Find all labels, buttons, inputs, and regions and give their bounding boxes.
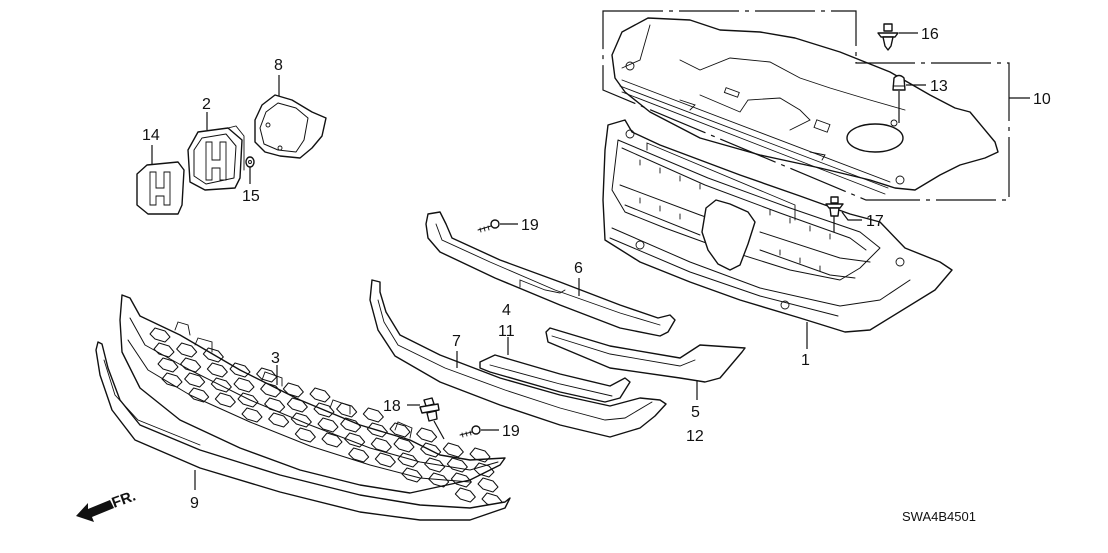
honeycomb-cell xyxy=(344,432,366,448)
honeycomb-cell xyxy=(233,377,255,393)
honeycomb-cell xyxy=(260,382,282,398)
honeycomb-cell xyxy=(176,342,198,358)
honeycomb-cell xyxy=(237,392,259,408)
honeycomb-cell xyxy=(268,412,290,428)
callout-11[interactable]: 11 xyxy=(498,323,515,340)
honeycomb-cell xyxy=(469,447,491,463)
front-arrow-icon xyxy=(76,500,114,522)
honeycomb-cell xyxy=(309,387,331,403)
leader-17 xyxy=(841,211,862,221)
screw-19-upper[interactable] xyxy=(477,219,500,233)
honeycomb-cell xyxy=(290,412,312,428)
honeycomb-cell xyxy=(313,402,335,418)
emblem-bezel-part[interactable] xyxy=(254,94,327,159)
honeycomb-cell xyxy=(401,467,423,483)
honeycomb-cell xyxy=(286,397,308,413)
upper-molding-part[interactable] xyxy=(425,211,676,337)
callout-4[interactable]: 4 xyxy=(502,302,511,319)
callout-15[interactable]: 15 xyxy=(242,188,260,205)
cushion-13[interactable] xyxy=(892,74,906,124)
honeycomb-cell xyxy=(370,437,392,453)
honeycomb-cell xyxy=(424,457,446,473)
callout-7[interactable]: 7 xyxy=(452,333,461,350)
honeycomb-cell xyxy=(206,362,228,378)
front-emblem-part[interactable] xyxy=(136,161,185,215)
honeycomb-cell xyxy=(321,432,343,448)
callout-3[interactable]: 3 xyxy=(271,350,280,367)
honeycomb-cell xyxy=(362,407,384,423)
molding-strip-4-11-part[interactable] xyxy=(479,354,631,403)
callout-13[interactable]: 13 xyxy=(930,78,948,95)
callout-8[interactable]: 8 xyxy=(274,57,283,74)
honeycomb-cell xyxy=(473,462,495,478)
screw-19-lower[interactable] xyxy=(459,425,481,438)
lower-molding-part[interactable] xyxy=(95,341,511,521)
middle-molding-part[interactable] xyxy=(369,279,667,438)
honeycomb-cell xyxy=(374,452,396,468)
honeycomb-cell xyxy=(420,442,442,458)
grille-cover-part[interactable] xyxy=(611,17,999,195)
clip-17[interactable] xyxy=(825,196,844,232)
callout-1[interactable]: 1 xyxy=(801,352,810,369)
honeycomb-cell xyxy=(317,417,339,433)
honeycomb-cell xyxy=(180,357,202,373)
honeycomb-mesh xyxy=(149,327,503,508)
honeycomb-cell xyxy=(454,487,476,503)
honeycomb-cell xyxy=(157,357,179,373)
clip-16[interactable] xyxy=(877,23,899,51)
honeycomb-cell xyxy=(153,342,175,358)
honeycomb-cell xyxy=(229,362,251,378)
fr-label: FR. xyxy=(110,488,139,512)
honeycomb-cell xyxy=(389,422,411,438)
clip-18[interactable] xyxy=(419,397,445,440)
callout-19-lower[interactable]: 19 xyxy=(502,423,520,440)
callout-16[interactable]: 16 xyxy=(921,26,939,43)
honeycomb-cell xyxy=(428,472,450,488)
callout-2[interactable]: 2 xyxy=(202,96,211,113)
front-direction-indicator: FR. xyxy=(76,488,138,522)
callout-12[interactable]: 12 xyxy=(686,428,704,445)
honeycomb-cell xyxy=(188,387,210,403)
callout-14[interactable]: 14 xyxy=(142,127,160,144)
honeycomb-cell xyxy=(477,477,499,493)
nut-15[interactable] xyxy=(245,156,255,168)
molding-strip-5-12-part[interactable] xyxy=(545,327,746,383)
callout-17[interactable]: 17 xyxy=(866,213,884,230)
callout-19-upper[interactable]: 19 xyxy=(521,217,539,234)
honeycomb-cell xyxy=(149,327,171,343)
callout-6[interactable]: 6 xyxy=(574,260,583,277)
callout-18[interactable]: 18 xyxy=(383,398,401,415)
honeycomb-cell xyxy=(210,377,232,393)
honeycomb-cell xyxy=(446,457,468,473)
honeycomb-cell xyxy=(393,437,415,453)
emblem-base-part[interactable] xyxy=(187,125,245,191)
honeycomb-cell xyxy=(366,422,388,438)
honeycomb-cell xyxy=(282,382,304,398)
honeycomb-cell xyxy=(450,472,472,488)
honeycomb-cell xyxy=(184,372,206,388)
front-grille-part[interactable] xyxy=(602,119,953,333)
honeycomb-cell xyxy=(294,427,316,443)
honeycomb-cell xyxy=(397,452,419,468)
callout-10[interactable]: 10 xyxy=(1033,91,1051,108)
honeycomb-cell xyxy=(214,392,236,408)
honeycomb-cell xyxy=(416,427,438,443)
honeycomb-cell xyxy=(348,447,370,463)
callout-9[interactable]: 9 xyxy=(190,495,199,512)
honeycomb-cell xyxy=(264,397,286,413)
honeycomb-cell xyxy=(442,442,464,458)
honeycomb-cell xyxy=(202,347,224,363)
honeycomb-cell xyxy=(161,372,183,388)
honeycomb-cell xyxy=(340,417,362,433)
lower-grille-part[interactable] xyxy=(119,294,506,508)
assembly-boundary xyxy=(602,10,1010,201)
drawing-code: SWA4B4501 xyxy=(902,509,976,524)
callout-5[interactable]: 5 xyxy=(691,404,700,421)
honeycomb-cell xyxy=(241,407,263,423)
